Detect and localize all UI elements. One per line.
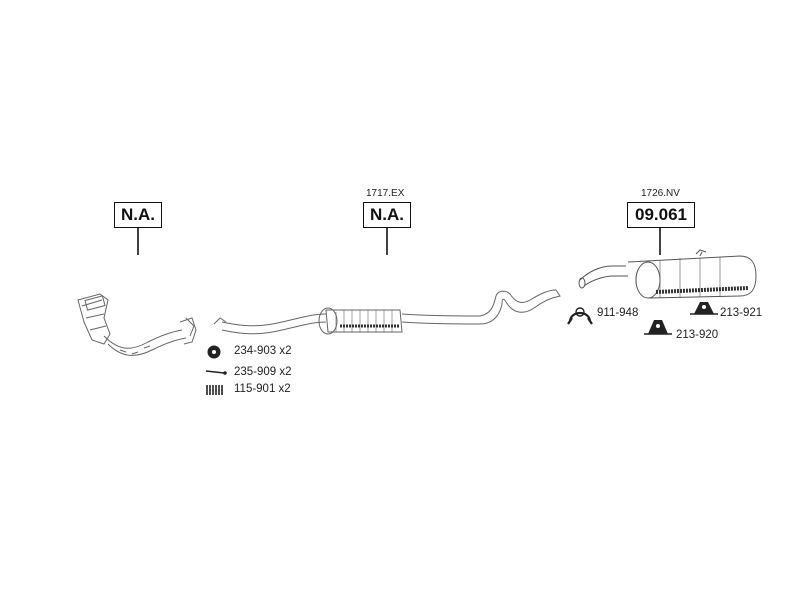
hardware-label-bolt: 235-909 x2 — [234, 366, 292, 378]
mount-label-clamp: 911-948 — [597, 307, 639, 319]
callout-code-3: 1726.NV — [641, 188, 680, 199]
hardware-label-gasket: 234-903 x2 — [234, 345, 292, 357]
rear-silencer — [578, 249, 757, 299]
mount-label-920: 213-920 — [676, 329, 719, 341]
callout-box-1[interactable]: N.A. — [114, 202, 162, 228]
rubber-mount-icon — [690, 302, 718, 315]
rubber-mount-icon — [644, 320, 672, 335]
center-pipe-silencer — [213, 289, 561, 335]
front-pipe-catalyst — [77, 293, 197, 356]
spring-icon — [206, 385, 223, 395]
gasket-ring-icon — [207, 345, 221, 359]
callout-box-3[interactable]: 09.061 — [627, 202, 695, 228]
hardware-label-spring: 115-901 x2 — [234, 383, 291, 395]
callout-box-2[interactable]: N.A. — [363, 202, 411, 228]
callout-code-2: 1717.EX — [366, 188, 405, 199]
mount-label-921: 213-921 — [720, 307, 763, 319]
bolt-icon — [205, 370, 227, 375]
pipe-clamp-icon — [567, 307, 593, 325]
